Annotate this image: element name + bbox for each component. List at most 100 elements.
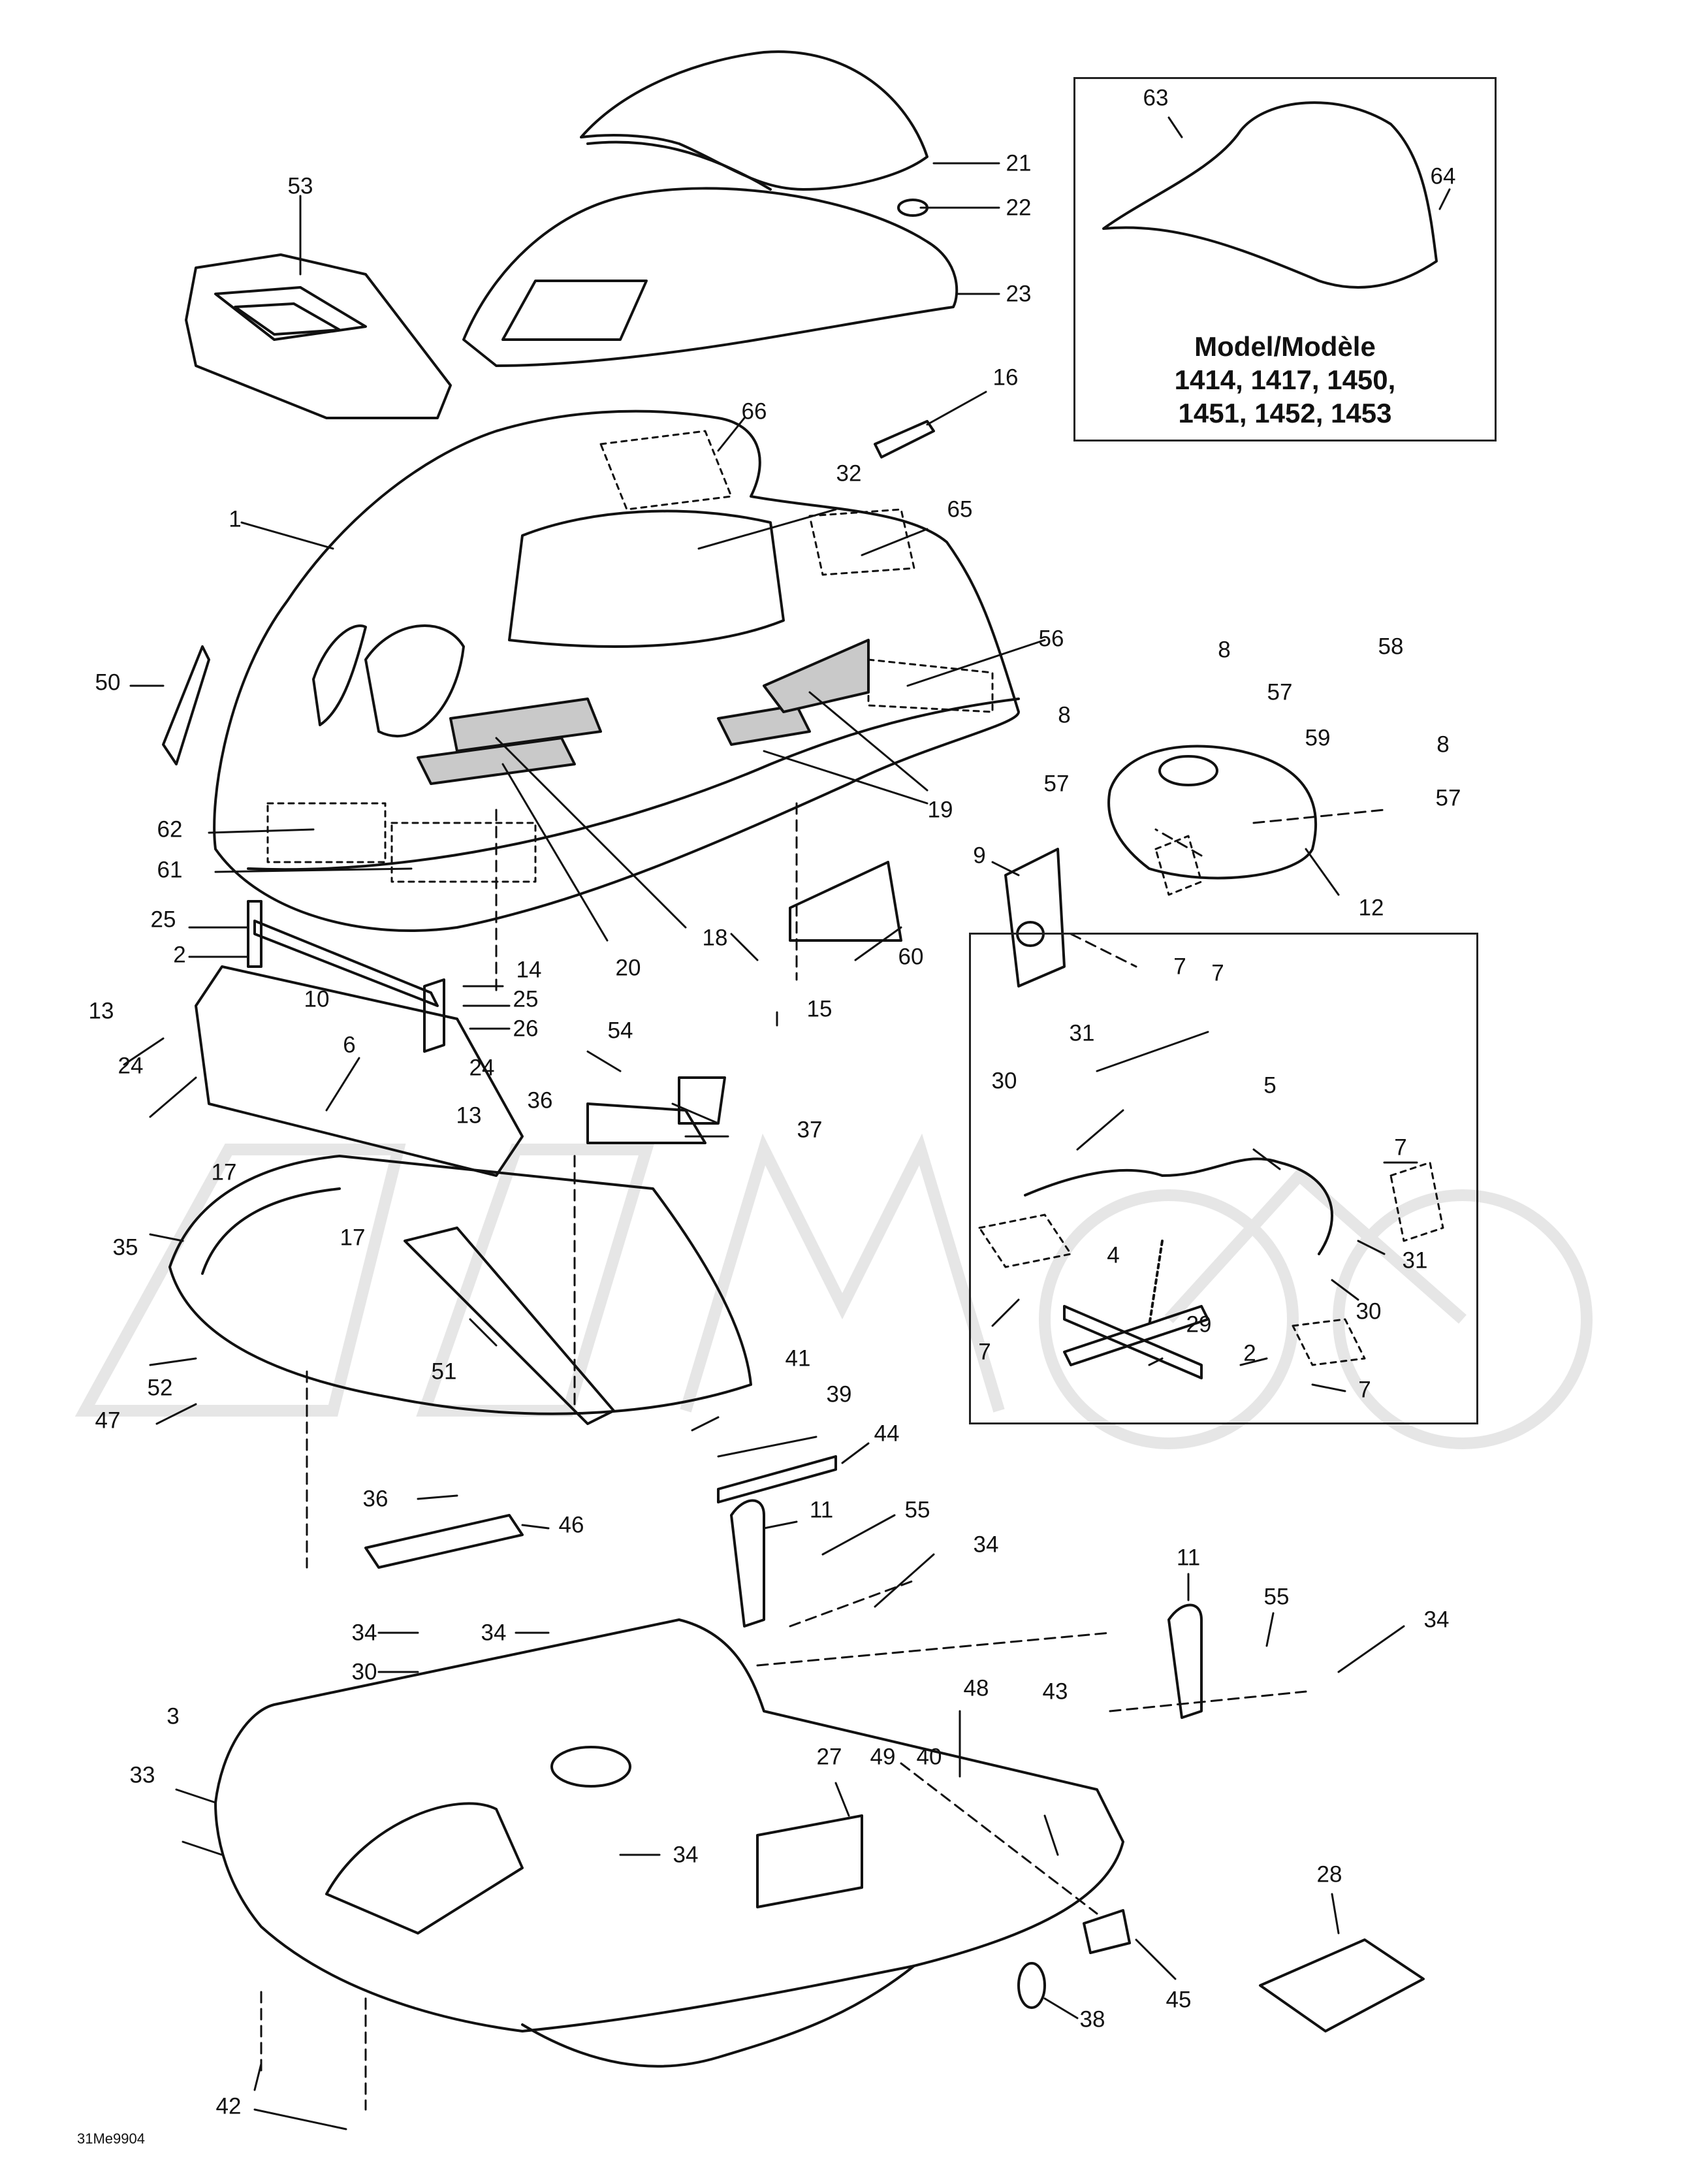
- callout-27: 27: [816, 1744, 842, 1770]
- callout-7-b: 7: [1173, 954, 1186, 980]
- callout-7-c: 7: [1394, 1134, 1407, 1161]
- callout-25-b: 25: [513, 986, 539, 1012]
- callout-63: 63: [1143, 85, 1169, 111]
- callout-36-b: 36: [362, 1486, 389, 1512]
- belly-pan-33: [214, 1618, 1124, 2068]
- callout-13-a: 13: [88, 998, 114, 1024]
- clip-11a: [730, 1499, 765, 1628]
- handle-16: [874, 420, 935, 458]
- inset-cable-assembly: [978, 835, 1444, 1379]
- hood-1: [213, 410, 1020, 932]
- callout-19: 19: [927, 797, 953, 823]
- callout-1: 1: [229, 506, 242, 532]
- callout-30-b: 30: [991, 1068, 1017, 1094]
- callout-8-a: 8: [1218, 637, 1231, 663]
- callout-16: 16: [992, 364, 1019, 391]
- callout-33: 33: [129, 1762, 155, 1788]
- tank-12: [1107, 745, 1317, 880]
- callout-9: 9: [973, 843, 986, 869]
- callout-29: 29: [1186, 1311, 1212, 1338]
- callout-57-a: 57: [1267, 679, 1293, 705]
- callout-17-a: 17: [211, 1159, 237, 1185]
- callout-34-b: 34: [1423, 1607, 1450, 1633]
- callout-39: 39: [826, 1381, 852, 1407]
- callout-23: 23: [1006, 281, 1032, 307]
- model-numbers-line2: 1451, 1452, 1453: [1178, 398, 1392, 428]
- callout-43: 43: [1042, 1678, 1068, 1705]
- callout-15: 15: [806, 996, 833, 1022]
- callout-2-b: 2: [1243, 1340, 1256, 1366]
- bracket-46: [364, 1514, 524, 1569]
- callout-11-b: 11: [1176, 1545, 1201, 1571]
- inset-windshield: [1102, 101, 1438, 289]
- brace-51: [404, 1227, 615, 1425]
- callout-38: 38: [1079, 2006, 1105, 2032]
- callout-34-e: 34: [673, 1842, 699, 1868]
- drawing-reference-code: 31Me9904: [77, 2130, 145, 2147]
- callout-35: 35: [112, 1234, 138, 1261]
- callout-64: 64: [1430, 163, 1456, 189]
- callout-48: 48: [963, 1675, 989, 1701]
- callout-17-b: 17: [340, 1225, 366, 1251]
- pad-60: [789, 861, 902, 942]
- callout-53: 53: [287, 173, 313, 199]
- assembly-lines: [260, 802, 1386, 2111]
- callout-59: 59: [1305, 725, 1331, 751]
- callout-41: 41: [785, 1345, 811, 1372]
- callout-46: 46: [558, 1512, 584, 1538]
- callout-8-c: 8: [1436, 731, 1450, 758]
- callout-4: 4: [1107, 1242, 1120, 1268]
- model-title: Model/Modèle: [1194, 331, 1376, 362]
- pad-28: [1259, 1938, 1425, 2032]
- callout-40: 40: [916, 1744, 942, 1770]
- callout-7-a: 7: [1211, 960, 1224, 986]
- callout-57-c: 57: [1435, 785, 1461, 811]
- cable-detail-inset: [969, 933, 1478, 1424]
- callout-54: 54: [607, 1018, 633, 1044]
- callout-22: 22: [1006, 195, 1032, 221]
- callout-30-a: 30: [351, 1659, 377, 1685]
- callout-18: 18: [702, 925, 728, 951]
- callout-8-b: 8: [1058, 702, 1071, 728]
- strip-44: [717, 1455, 837, 1503]
- lower-bracket: [195, 965, 726, 1177]
- windshield-lower: [462, 187, 959, 367]
- model-variant-inset: Model/Modèle 1414, 1417, 1450, 1451, 145…: [1073, 77, 1497, 442]
- callout-34-a: 34: [973, 1532, 999, 1558]
- callout-34-c: 34: [351, 1620, 377, 1646]
- model-numbers-line1: 1414, 1417, 1450,: [1174, 364, 1396, 395]
- callout-42: 42: [215, 2093, 242, 2119]
- support-frame: [247, 900, 445, 1053]
- callout-62: 62: [157, 816, 183, 843]
- callout-7-e: 7: [1358, 1377, 1371, 1403]
- callout-55-b: 55: [1263, 1584, 1290, 1610]
- callout-47: 47: [95, 1407, 121, 1434]
- callout-10: 10: [304, 986, 330, 1012]
- callout-2-a: 2: [173, 942, 186, 968]
- decals: [266, 430, 994, 883]
- deflector-50: [162, 645, 210, 765]
- callout-21: 21: [1006, 150, 1032, 176]
- bumper-35: [168, 1155, 752, 1415]
- callout-60: 60: [898, 944, 924, 970]
- callout-24-b: 24: [469, 1055, 495, 1081]
- callout-61: 61: [157, 857, 183, 883]
- callout-5: 5: [1263, 1072, 1277, 1099]
- callout-32: 32: [836, 460, 862, 487]
- callout-34-d: 34: [481, 1620, 507, 1646]
- callout-30-c: 30: [1356, 1298, 1382, 1325]
- console-53: [185, 253, 452, 419]
- plug-38: [1017, 1962, 1046, 2009]
- clip-11b: [1167, 1603, 1203, 1719]
- callout-12: 12: [1358, 895, 1384, 921]
- windshield-upper: [580, 50, 928, 191]
- callout-24-a: 24: [118, 1053, 144, 1079]
- callout-58: 58: [1378, 634, 1404, 660]
- callout-3: 3: [167, 1703, 180, 1729]
- callout-7-d: 7: [978, 1339, 991, 1365]
- callout-31-a: 31: [1069, 1020, 1095, 1046]
- callout-55-a: 55: [904, 1497, 930, 1523]
- callout-14: 14: [516, 957, 542, 983]
